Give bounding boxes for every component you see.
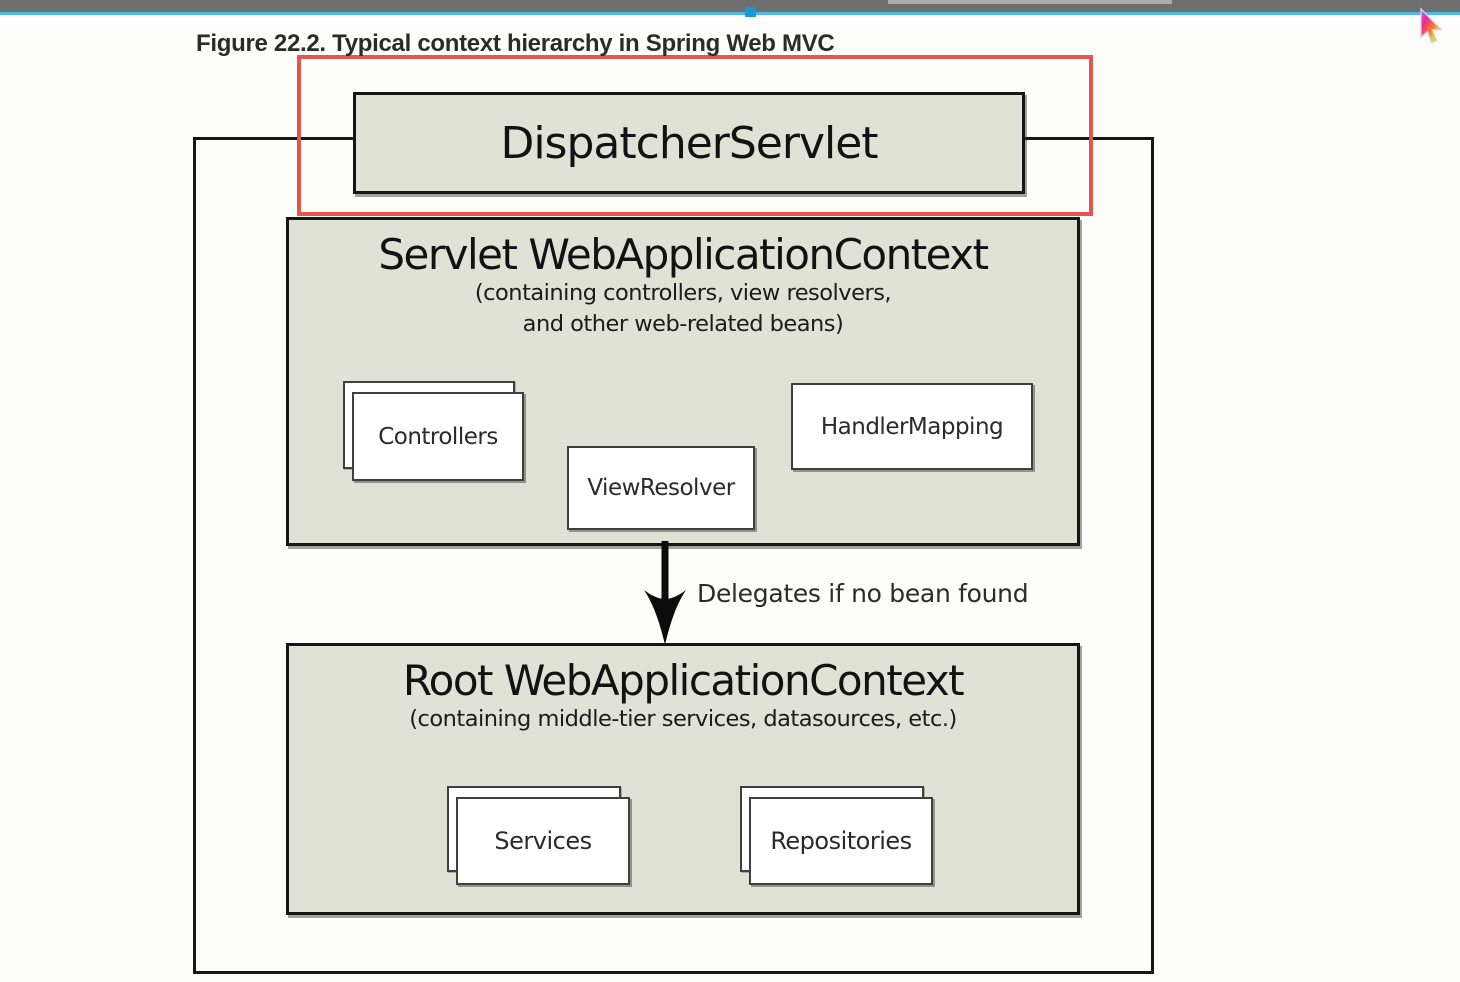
root-context-title: Root WebApplicationContext [402, 656, 965, 705]
view-resolver-label: ViewResolver [587, 475, 735, 501]
player-top-bar [0, 0, 1460, 12]
services-box: Services [456, 797, 630, 885]
services-label: Services [494, 827, 592, 855]
repositories-label: Repositories [770, 827, 912, 855]
player-progress-handle-icon[interactable] [745, 7, 756, 17]
dispatcher-servlet-box: DispatcherServlet [353, 92, 1025, 194]
delegates-down-arrow-icon [644, 541, 686, 645]
player-progress-bar[interactable] [0, 12, 1460, 15]
dispatcher-servlet-label: DispatcherServlet [500, 117, 878, 169]
servlet-context-subtitle-line2: and other web-related beans) [522, 310, 844, 337]
controllers-label: Controllers [378, 423, 498, 450]
root-context-box: Root WebApplicationContext (containing m… [286, 643, 1080, 915]
servlet-context-title: Servlet WebApplicationContext [378, 230, 989, 279]
servlet-context-subtitle-line1: (containing controllers, view resolvers, [474, 280, 892, 307]
rainbow-cursor-icon [1420, 7, 1443, 44]
figure-caption: Figure 22.2. Typical context hierarchy i… [196, 30, 835, 57]
controllers-box: Controllers [352, 392, 524, 481]
red-annotation-rectangle [297, 55, 1093, 216]
handler-mapping-label: HandlerMapping [820, 413, 1004, 440]
player-top-bar-highlight [888, 0, 1172, 4]
delegates-arrow-label: Delegates if no bean found [697, 579, 1029, 608]
root-context-subtitle: (containing middle-tier services, dataso… [409, 706, 957, 733]
view-resolver-box: ViewResolver [567, 446, 755, 530]
handler-mapping-box: HandlerMapping [791, 383, 1033, 470]
repositories-box: Repositories [749, 797, 933, 885]
